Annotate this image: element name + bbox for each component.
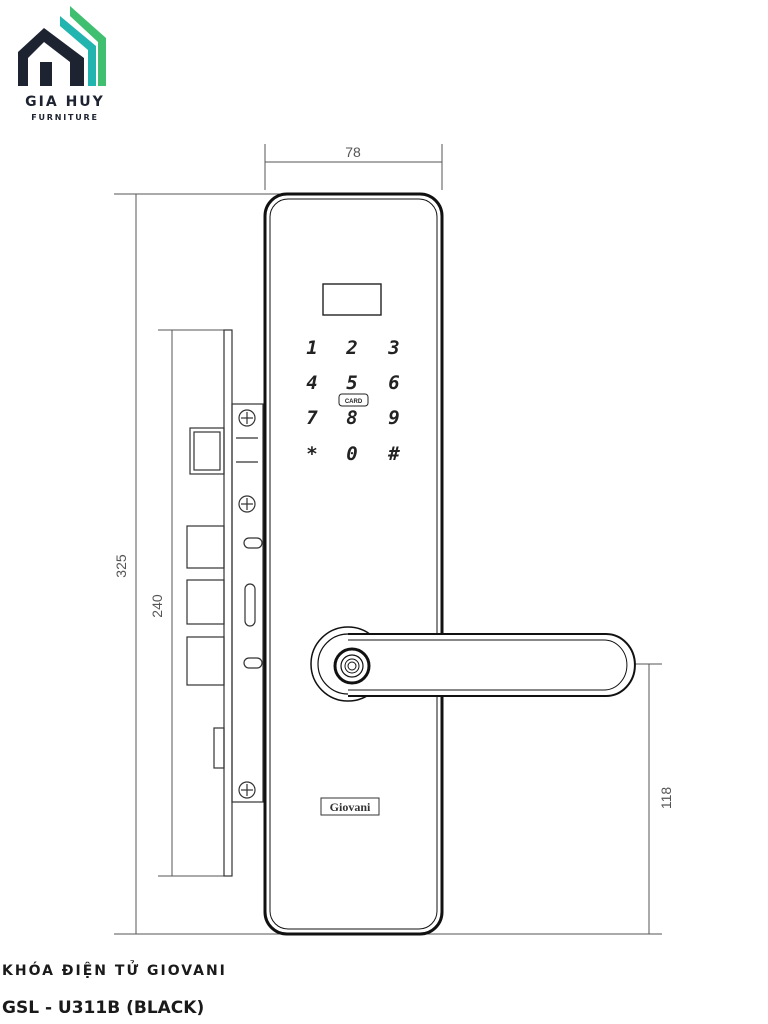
keypad-key: 2 (345, 337, 357, 359)
display-window (322, 283, 382, 316)
keypad-key: 1 (306, 337, 317, 359)
logo-house-dark (18, 28, 84, 86)
dim-mortise-label: 240 (149, 594, 165, 618)
card-reader-badge (338, 393, 369, 407)
keypad-key: 4 (306, 372, 317, 394)
keypad-key: 7 (306, 407, 318, 429)
dim-handle-label: 118 (658, 787, 674, 810)
fingerprint-sensor-icon (344, 658, 360, 674)
dim-width-label: 78 (345, 144, 361, 160)
logo-house-teal (60, 16, 96, 86)
keypad-key: 0 (346, 443, 357, 465)
dim-height-label: 325 (113, 554, 129, 578)
brand-tagline: FURNITURE (31, 113, 99, 122)
mortise-screws (238, 409, 256, 799)
panel-brand-plate (320, 797, 380, 816)
card-reader-label: CARD (345, 399, 363, 405)
keypad-key: 3 (387, 337, 399, 359)
lock-front-panel-inner (269, 198, 438, 930)
brand-name: GIA HUY (25, 94, 105, 110)
logo-house-green (70, 6, 106, 86)
product-caption-title: KHÓA ĐIỆN TỬ GIOVANI (2, 963, 227, 979)
keypad-key: 6 (388, 372, 399, 394)
logo-door (40, 62, 52, 86)
keypad-key: # (387, 443, 400, 465)
product-caption-model: GSL - U311B (BLACK) (2, 998, 205, 1018)
keypad-key: * (306, 443, 317, 465)
door-handle (310, 626, 636, 702)
panel-brand-label: Giovani (330, 800, 371, 814)
keypad: 1 2 3 4 5 6 7 8 9 * 0 # (306, 337, 400, 465)
mortise-body (186, 329, 264, 877)
keypad-key: 8 (346, 407, 357, 429)
lock-front-panel (263, 192, 444, 936)
keypad-key: 9 (388, 407, 399, 429)
keypad-key: 5 (346, 372, 357, 394)
gia-huy-logo (18, 6, 106, 86)
